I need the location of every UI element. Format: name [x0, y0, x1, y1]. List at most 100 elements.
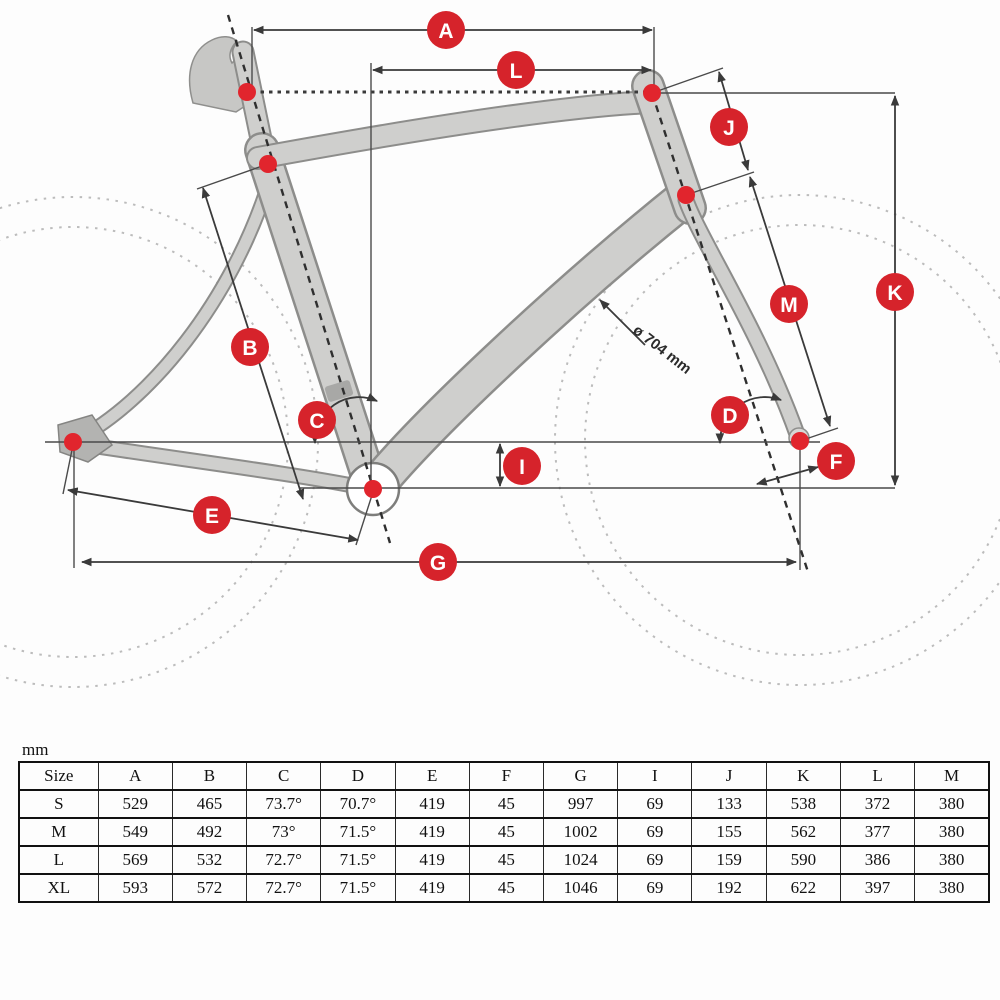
value-cell: 380 — [914, 845, 990, 875]
size-cell: S — [18, 789, 99, 819]
value-cell: 159 — [691, 845, 767, 875]
badge-l — [497, 51, 535, 89]
chain-stay-fill — [68, 437, 366, 493]
size-cell: M — [18, 817, 99, 847]
badge-d — [711, 396, 749, 434]
badge-k-label: K — [887, 282, 902, 305]
unit-label: mm — [22, 740, 49, 759]
value-cell: 569 — [97, 845, 173, 875]
badge-m — [770, 285, 808, 323]
badge-l-label: L — [510, 60, 523, 83]
down-tube-fill — [358, 182, 700, 504]
badge-j-label: J — [723, 117, 735, 140]
column-header-d: D — [320, 761, 396, 791]
badge-f-label: F — [830, 451, 843, 474]
dimension-badges: A L J K M B C D I F E G — [193, 11, 914, 581]
badge-d-label: D — [722, 405, 737, 428]
point-rear-axle — [64, 433, 82, 451]
column-header-f: F — [468, 761, 545, 791]
point-front-axle — [791, 432, 809, 450]
seat-tube-axis — [226, 14, 392, 544]
column-header-g: G — [542, 761, 619, 791]
badge-e-label: E — [205, 505, 219, 528]
value-cell: 380 — [914, 789, 990, 819]
value-cell: 593 — [97, 873, 173, 903]
geometry-diagram: ø 704 mm A L J K M B C — [0, 11, 1000, 688]
badge-c-label: C — [309, 410, 324, 433]
badge-e — [193, 496, 231, 534]
badge-m-label: M — [780, 294, 798, 317]
point-bottom-bracket — [364, 480, 382, 498]
badge-f — [817, 442, 855, 480]
value-cell: 590 — [765, 845, 841, 875]
value-cell: 419 — [394, 873, 470, 903]
value-cell: 465 — [171, 789, 248, 819]
column-header-e: E — [394, 761, 470, 791]
wheel-diameter-label: ø 704 mm — [630, 322, 695, 378]
column-header-i: I — [617, 761, 693, 791]
column-header-j: J — [691, 761, 767, 791]
value-cell: 386 — [839, 845, 916, 875]
badge-i — [503, 447, 541, 485]
column-header-c: C — [246, 761, 322, 791]
value-cell: 45 — [468, 845, 545, 875]
point-head-tube-top — [643, 84, 661, 102]
value-cell: 72.7° — [246, 873, 322, 903]
value-cell: 70.7° — [320, 789, 396, 819]
value-cell: 69 — [617, 873, 693, 903]
value-cell: 622 — [765, 873, 841, 903]
badge-c — [298, 401, 336, 439]
value-cell: 155 — [691, 817, 767, 847]
value-cell: 549 — [97, 817, 173, 847]
value-cell: 419 — [394, 789, 470, 819]
value-cell: 419 — [394, 817, 470, 847]
badge-a-label: A — [438, 20, 453, 43]
value-cell: 397 — [839, 873, 916, 903]
value-cell: 380 — [914, 817, 990, 847]
badge-g — [419, 543, 457, 581]
point-seatpost-top — [238, 83, 256, 101]
badge-k — [876, 273, 914, 311]
ext-j-bottom — [685, 171, 755, 196]
wheel-outlines — [0, 194, 1000, 688]
value-cell: 71.5° — [320, 817, 396, 847]
badge-g-label: G — [430, 552, 446, 575]
value-cell: 72.7° — [246, 845, 322, 875]
value-cell: 69 — [617, 817, 693, 847]
column-header-b: B — [171, 761, 248, 791]
value-cell: 133 — [691, 789, 767, 819]
top-tube-fill — [248, 92, 662, 168]
value-cell: 69 — [617, 789, 693, 819]
badge-a — [427, 11, 465, 49]
value-cell: 532 — [171, 845, 248, 875]
ext-e-rear — [62, 444, 74, 495]
size-cell: XL — [18, 873, 99, 903]
badge-b-label: B — [242, 337, 257, 360]
value-cell: 71.5° — [320, 845, 396, 875]
value-cell: 1046 — [542, 873, 619, 903]
badge-i-label: I — [519, 456, 525, 479]
ext-j-top — [651, 67, 724, 94]
ext-b-top — [196, 163, 269, 190]
value-cell: 1002 — [542, 817, 619, 847]
value-cell: 71.5° — [320, 873, 396, 903]
badge-j — [710, 108, 748, 146]
value-cell: 492 — [171, 817, 248, 847]
value-cell: 377 — [839, 817, 916, 847]
value-cell: 45 — [468, 789, 545, 819]
wheel-diameter-arrow — [599, 299, 646, 346]
seat-stay — [66, 174, 277, 449]
column-header-m: M — [914, 761, 990, 791]
value-cell: 538 — [765, 789, 841, 819]
badge-b — [231, 328, 269, 366]
seat-stay-fill — [68, 176, 275, 447]
value-cell: 192 — [691, 873, 767, 903]
